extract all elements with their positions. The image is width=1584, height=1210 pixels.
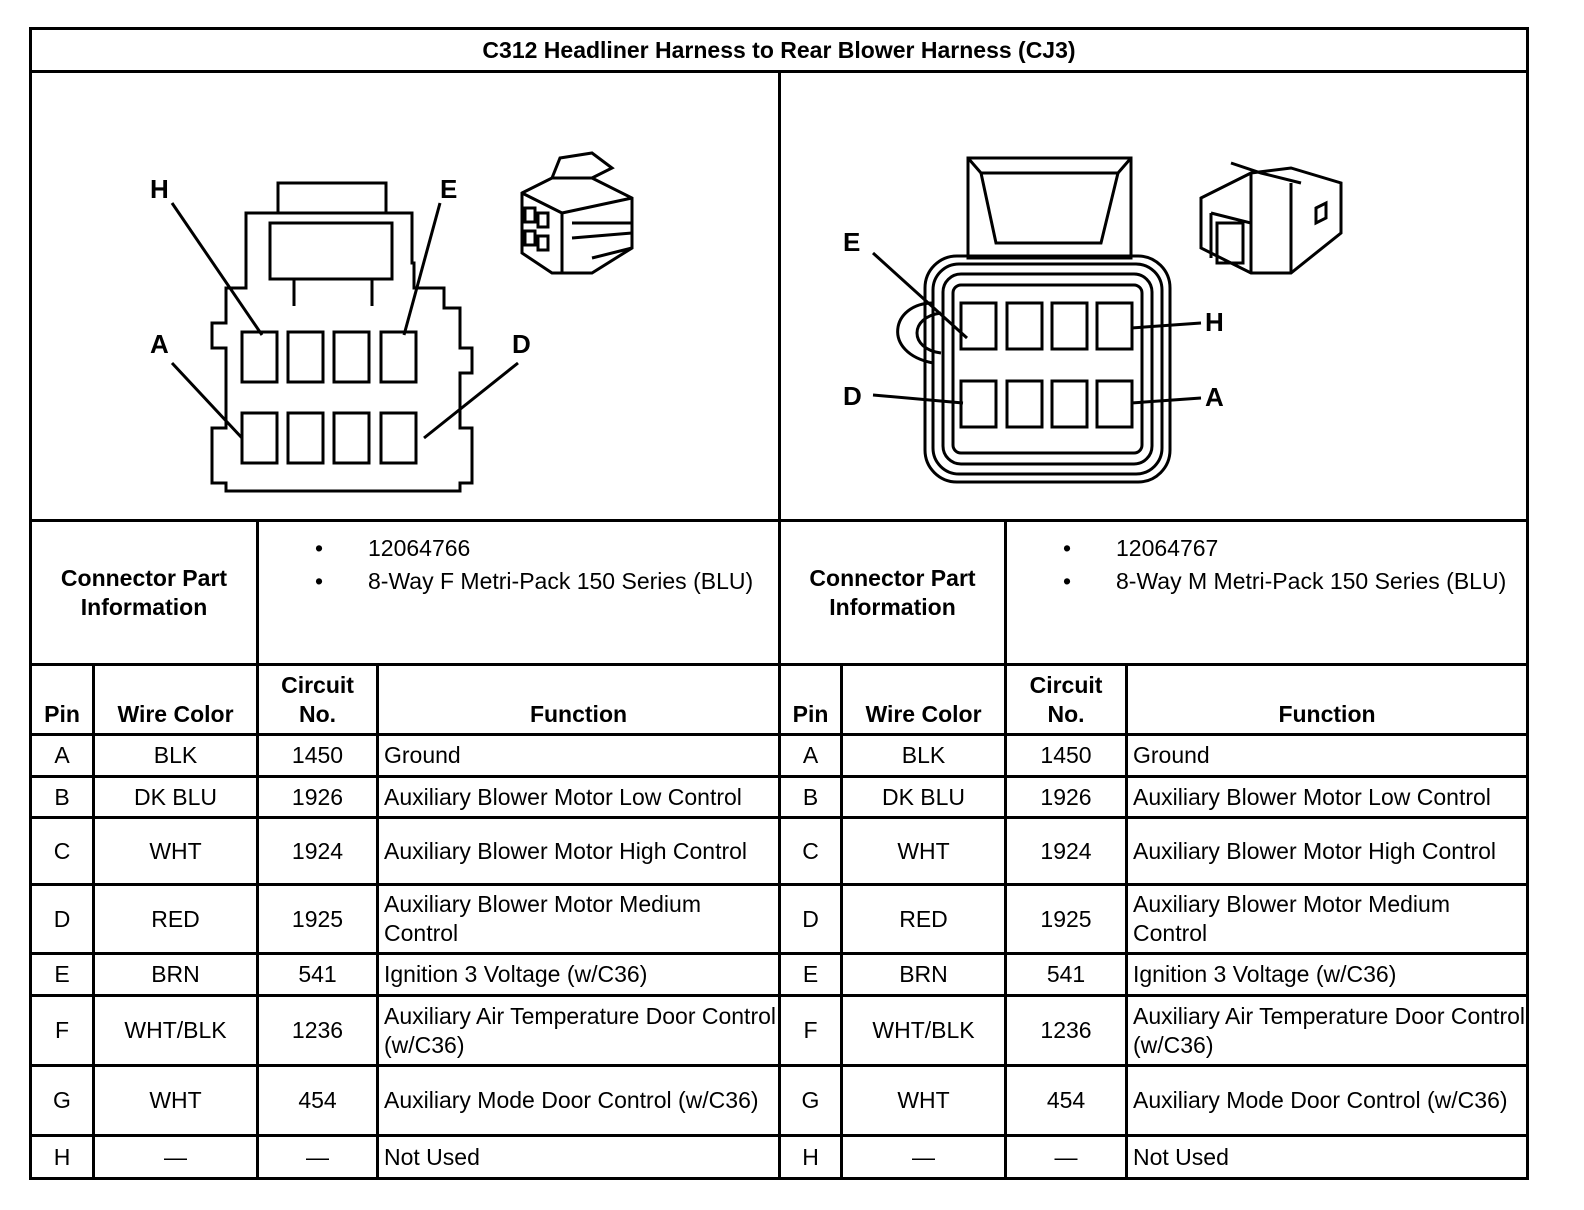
wire-color-cell: BRN <box>151 961 200 987</box>
function-cell: Auxiliary Mode Door Control (w/C36) <box>384 1087 759 1113</box>
pin-cell: B <box>802 783 819 810</box>
pin-cell: G <box>801 1087 820 1113</box>
wire-color-cell: DK BLU <box>133 783 218 810</box>
label-pin-a: A <box>1205 382 1224 412</box>
part-info-list-left: • 12064766 • 8-Way F Metri-Pack 150 Seri… <box>315 535 754 594</box>
pin-cell: B <box>54 783 70 810</box>
wire-color-cell: WHT/BLK <box>872 1017 975 1043</box>
col-header-circuit: Circuit No. <box>1029 671 1103 727</box>
wire-color-cell: BLK <box>901 742 946 768</box>
wire-color-cell: DK BLU <box>881 783 966 810</box>
bullet-icon: • <box>1063 568 1072 594</box>
circuit-cell: 1926 <box>291 783 344 810</box>
wire-color-cell: BLK <box>153 742 198 768</box>
bullet-icon: • <box>315 568 324 594</box>
function-cell: Auxiliary Blower Motor Medium Control <box>384 891 701 946</box>
function-cell: Auxiliary Blower Motor High Control <box>1133 837 1497 864</box>
function-cell: Not Used <box>1133 1143 1229 1170</box>
wire-color-cell: — <box>164 1143 187 1170</box>
function-cell: Auxiliary Blower Motor Low Control <box>384 783 742 810</box>
pin-cell: A <box>802 742 819 768</box>
rule-v <box>840 663 843 1177</box>
page-title: C312 Headliner Harness to Rear Blower Ha… <box>482 36 1076 63</box>
function-cell: Auxiliary Blower Motor Low Control <box>1133 783 1491 810</box>
rule-center <box>778 70 781 1177</box>
pin-cell: E <box>802 961 819 987</box>
label-pin-e: E <box>843 227 860 257</box>
part-info-list-right: • 12064767 • 8-Way M Metri-Pack 150 Seri… <box>1063 535 1507 594</box>
function-cell: Ignition 3 Voltage (w/C36) <box>384 961 648 987</box>
circuit-cell: 1924 <box>291 837 344 864</box>
wire-color-cell: BRN <box>899 961 948 987</box>
pinout-sheet: C312 Headliner Harness to Rear Blower Ha… <box>29 27 1529 1180</box>
function-cell: Not Used <box>384 1143 480 1170</box>
pin-cell: C <box>53 837 71 864</box>
function-cell: Auxiliary Air Temperature Door Control (… <box>384 1002 777 1058</box>
pin-cell: D <box>53 905 71 932</box>
circuit-cell: 541 <box>1046 961 1086 987</box>
function-cell: Auxiliary Blower Motor High Control <box>384 837 748 864</box>
function-cell: Auxiliary Mode Door Control (w/C36) <box>1133 1087 1508 1113</box>
wire-color-cell: RED <box>899 905 948 932</box>
male-connector-drawing: E D H A <box>843 156 1343 484</box>
circuit-cell: 1450 <box>291 742 344 768</box>
pin-cell: F <box>803 1017 818 1043</box>
wire-color-cell: WHT <box>897 837 950 864</box>
pin-cell: F <box>54 1017 70 1043</box>
circuit-cell: 1925 <box>1040 905 1092 932</box>
rule-v <box>256 519 259 1177</box>
label-pin-d: D <box>512 329 531 359</box>
label-pin-h: H <box>150 174 169 204</box>
wire-color-cell: WHT <box>149 1087 202 1113</box>
part-info-label-left: Connector Part Information <box>60 564 228 620</box>
rule-v <box>376 663 379 1177</box>
function-cell: Ground <box>1133 742 1210 768</box>
circuit-cell: 1924 <box>1040 837 1092 864</box>
circuit-cell: 1925 <box>291 905 344 932</box>
col-header-pin: Pin <box>792 701 829 727</box>
circuit-cell: — <box>1054 1143 1078 1170</box>
label-pin-h: H <box>1205 307 1224 337</box>
wire-color-cell: — <box>912 1143 935 1170</box>
wire-color-cell: WHT/BLK <box>124 1017 227 1043</box>
rule-v <box>1125 663 1128 1177</box>
pin-cell: A <box>54 742 70 768</box>
circuit-cell: 1236 <box>1040 1017 1092 1043</box>
function-cell: Ground <box>384 742 461 768</box>
pin-cell: H <box>53 1143 71 1170</box>
function-cell: Auxiliary Blower Motor Medium Control <box>1133 891 1450 946</box>
pin-cell: G <box>53 1087 71 1113</box>
pin-cell: D <box>802 905 819 932</box>
pin-cell: C <box>802 837 819 864</box>
col-header-function: Function <box>529 701 628 727</box>
wire-color-cell: WHT <box>149 837 202 864</box>
circuit-cell: 454 <box>298 1087 337 1113</box>
female-connector-drawing: H E A D <box>150 151 634 493</box>
label-pin-e: E <box>440 174 457 204</box>
label-pin-a: A <box>150 329 169 359</box>
col-header-pin: Pin <box>44 701 80 727</box>
function-cell: Auxiliary Air Temperature Door Control (… <box>1133 1002 1526 1058</box>
part-info-label-right: Connector Part Information <box>809 564 976 620</box>
pin-cell: H <box>802 1143 819 1170</box>
col-header-wire: Wire Color <box>117 701 234 727</box>
circuit-cell: 1450 <box>1040 742 1092 768</box>
col-header-circuit: Circuit No. <box>281 671 354 727</box>
label-pin-d: D <box>843 381 862 411</box>
bullet-icon: • <box>315 535 324 561</box>
circuit-cell: 1236 <box>291 1017 344 1043</box>
rule-v <box>92 663 95 1177</box>
circuit-cell: 541 <box>298 961 337 987</box>
circuit-cell: 454 <box>1046 1087 1086 1113</box>
col-header-wire: Wire Color <box>865 701 982 727</box>
col-header-function: Function <box>1278 701 1376 727</box>
pin-cell: E <box>54 961 70 987</box>
bullet-icon: • <box>1063 535 1072 561</box>
function-cell: Ignition 3 Voltage (w/C36) <box>1133 961 1397 987</box>
rule-v <box>1004 519 1007 1177</box>
circuit-cell: 1926 <box>1040 783 1092 810</box>
circuit-cell: — <box>306 1143 329 1170</box>
wire-color-cell: WHT <box>897 1087 950 1113</box>
wire-color-cell: RED <box>151 905 200 932</box>
